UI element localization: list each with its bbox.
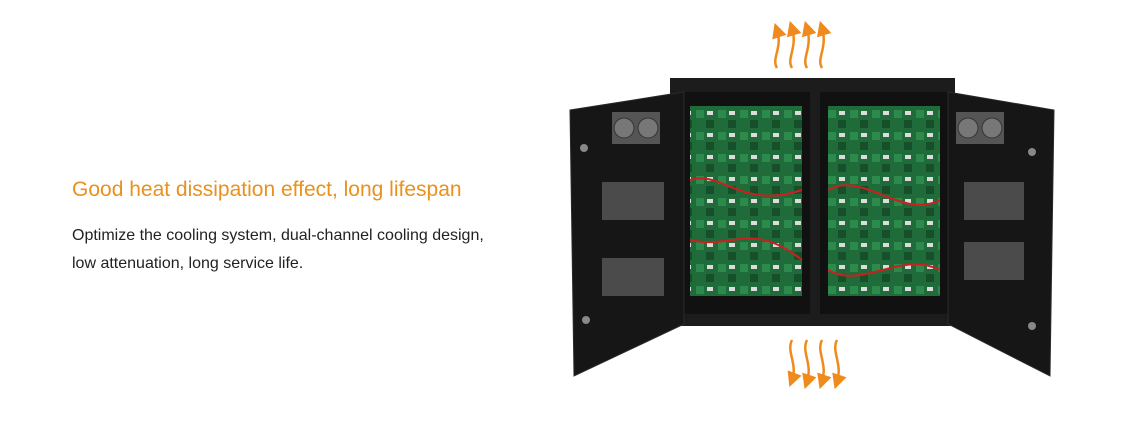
pcb-module-left: [690, 106, 802, 296]
cabinet-illustration: [562, 20, 1062, 410]
cooling-fan-icon: [612, 112, 660, 144]
left-door: [569, 91, 685, 377]
cables: [689, 177, 941, 277]
feature-description-line-2: low attenuation, long service life.: [72, 255, 304, 272]
feature-description-line-1: Optimize the cooling system, dual-channe…: [72, 227, 484, 244]
power-supply-icon: [602, 182, 664, 296]
pcb-module-right: [828, 106, 940, 296]
cooling-fan-icon: [956, 112, 1004, 144]
power-supply-icon: [964, 182, 1024, 280]
right-door: [947, 91, 1055, 377]
feature-headline: Good heat dissipation effect, long lifes…: [72, 178, 462, 201]
heat-up-arrows-icon: [772, 20, 832, 69]
feature-text-block: Good heat dissipation effect, long lifes…: [72, 176, 552, 278]
airflow-in-arrows-icon: [787, 339, 847, 390]
cabinet-svg: [569, 20, 1055, 390]
